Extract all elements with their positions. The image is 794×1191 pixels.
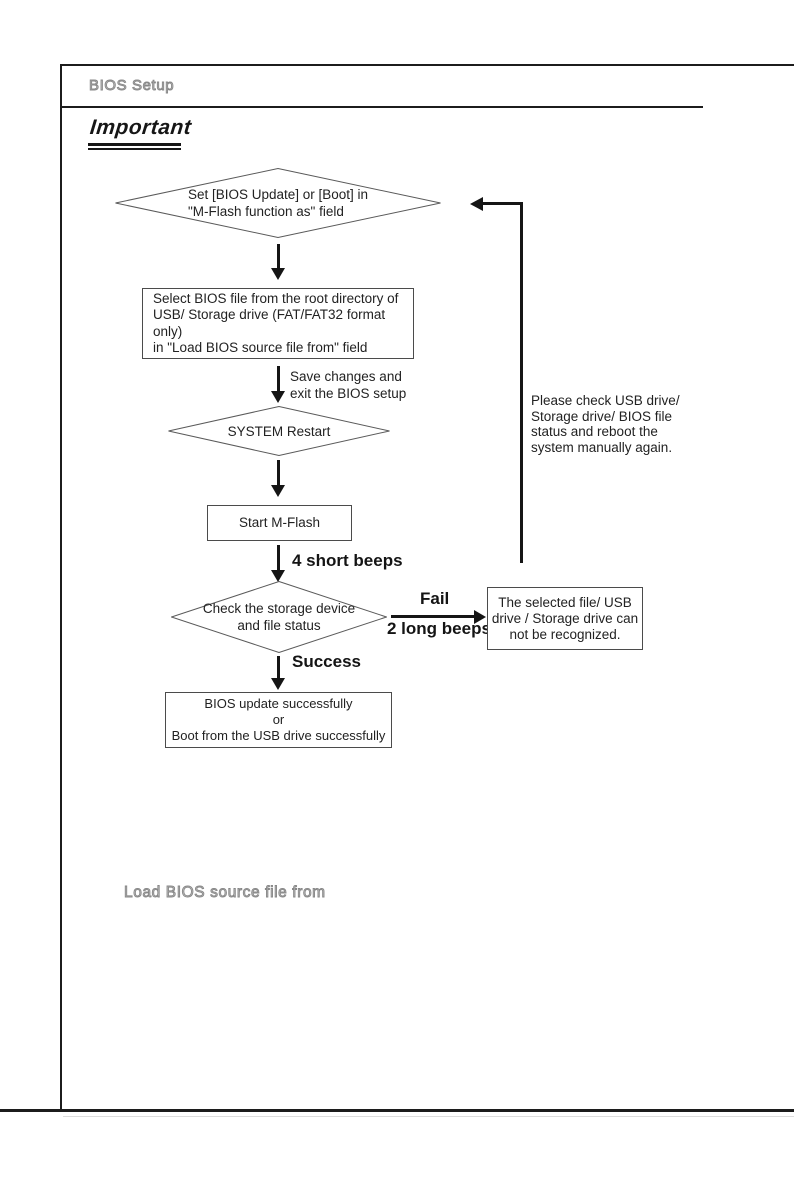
label-two-long-beeps: 2 long beeps bbox=[387, 619, 491, 638]
arrow-line bbox=[277, 656, 280, 679]
diamond-outline bbox=[115, 168, 441, 238]
arrow-line bbox=[277, 366, 280, 392]
label-fail: Fail bbox=[420, 589, 450, 608]
note-reboot-manually: Please check USB drive/ Storage drive/ B… bbox=[531, 393, 680, 455]
process-start-mflash: Start M-Flash bbox=[207, 505, 352, 541]
arrow-head bbox=[271, 570, 285, 582]
result-update-success-label: BIOS update successfully or Boot from th… bbox=[171, 696, 386, 743]
decision-system-restart: SYSTEM Restart bbox=[168, 406, 390, 456]
process-select-file-label: Select BIOS file from the root directory… bbox=[153, 290, 399, 356]
arrow-head bbox=[470, 197, 483, 211]
result-not-recognized-label: The selected file/ USB drive / Storage d… bbox=[491, 594, 639, 642]
arrow-line bbox=[391, 615, 475, 618]
feedback-vertical-line bbox=[520, 202, 523, 563]
page-bottom-rule-shadow bbox=[63, 1116, 794, 1117]
label-success: Success bbox=[292, 652, 361, 671]
arrow-line bbox=[277, 545, 280, 571]
frame-top-border bbox=[60, 64, 794, 66]
process-select-file: Select BIOS file from the root directory… bbox=[142, 288, 414, 359]
arrow-line bbox=[277, 460, 280, 486]
diamond-outline bbox=[171, 581, 387, 653]
feedback-horizontal-line bbox=[482, 202, 523, 205]
arrow-head bbox=[474, 610, 486, 624]
decision-check-storage: Check the storage device and file status bbox=[171, 581, 387, 653]
arrow-head bbox=[271, 678, 285, 690]
diamond-outline bbox=[168, 406, 390, 456]
arrow-head bbox=[271, 391, 285, 403]
label-four-short-beeps: 4 short beeps bbox=[292, 551, 403, 570]
section-heading-load-bios: Load BIOS source file from bbox=[124, 884, 326, 902]
decision-set-function: Set [BIOS Update] or [Boot] in "M-Flash … bbox=[115, 168, 441, 238]
result-update-success: BIOS update successfully or Boot from th… bbox=[165, 692, 392, 748]
arrow-line bbox=[277, 244, 280, 269]
frame-left-border bbox=[60, 64, 62, 1111]
page-header-title: BIOS Setup bbox=[89, 77, 175, 95]
important-badge: Important bbox=[88, 116, 193, 139]
page-bottom-rule bbox=[0, 1109, 794, 1112]
result-not-recognized: The selected file/ USB drive / Storage d… bbox=[487, 587, 643, 650]
important-double-underline bbox=[88, 143, 181, 150]
header-underline bbox=[60, 106, 703, 108]
arrow-head bbox=[271, 268, 285, 280]
process-start-mflash-label: Start M-Flash bbox=[238, 514, 320, 530]
decision-set-function-label: Set [BIOS Update] or [Boot] in "M-Flash … bbox=[187, 187, 369, 219]
label-save-exit: Save changes and exit the BIOS setup bbox=[290, 369, 407, 401]
decision-system-restart-label: SYSTEM Restart bbox=[227, 423, 331, 439]
decision-check-storage-label: Check the storage device and file status bbox=[202, 601, 356, 633]
arrow-head bbox=[271, 485, 285, 497]
